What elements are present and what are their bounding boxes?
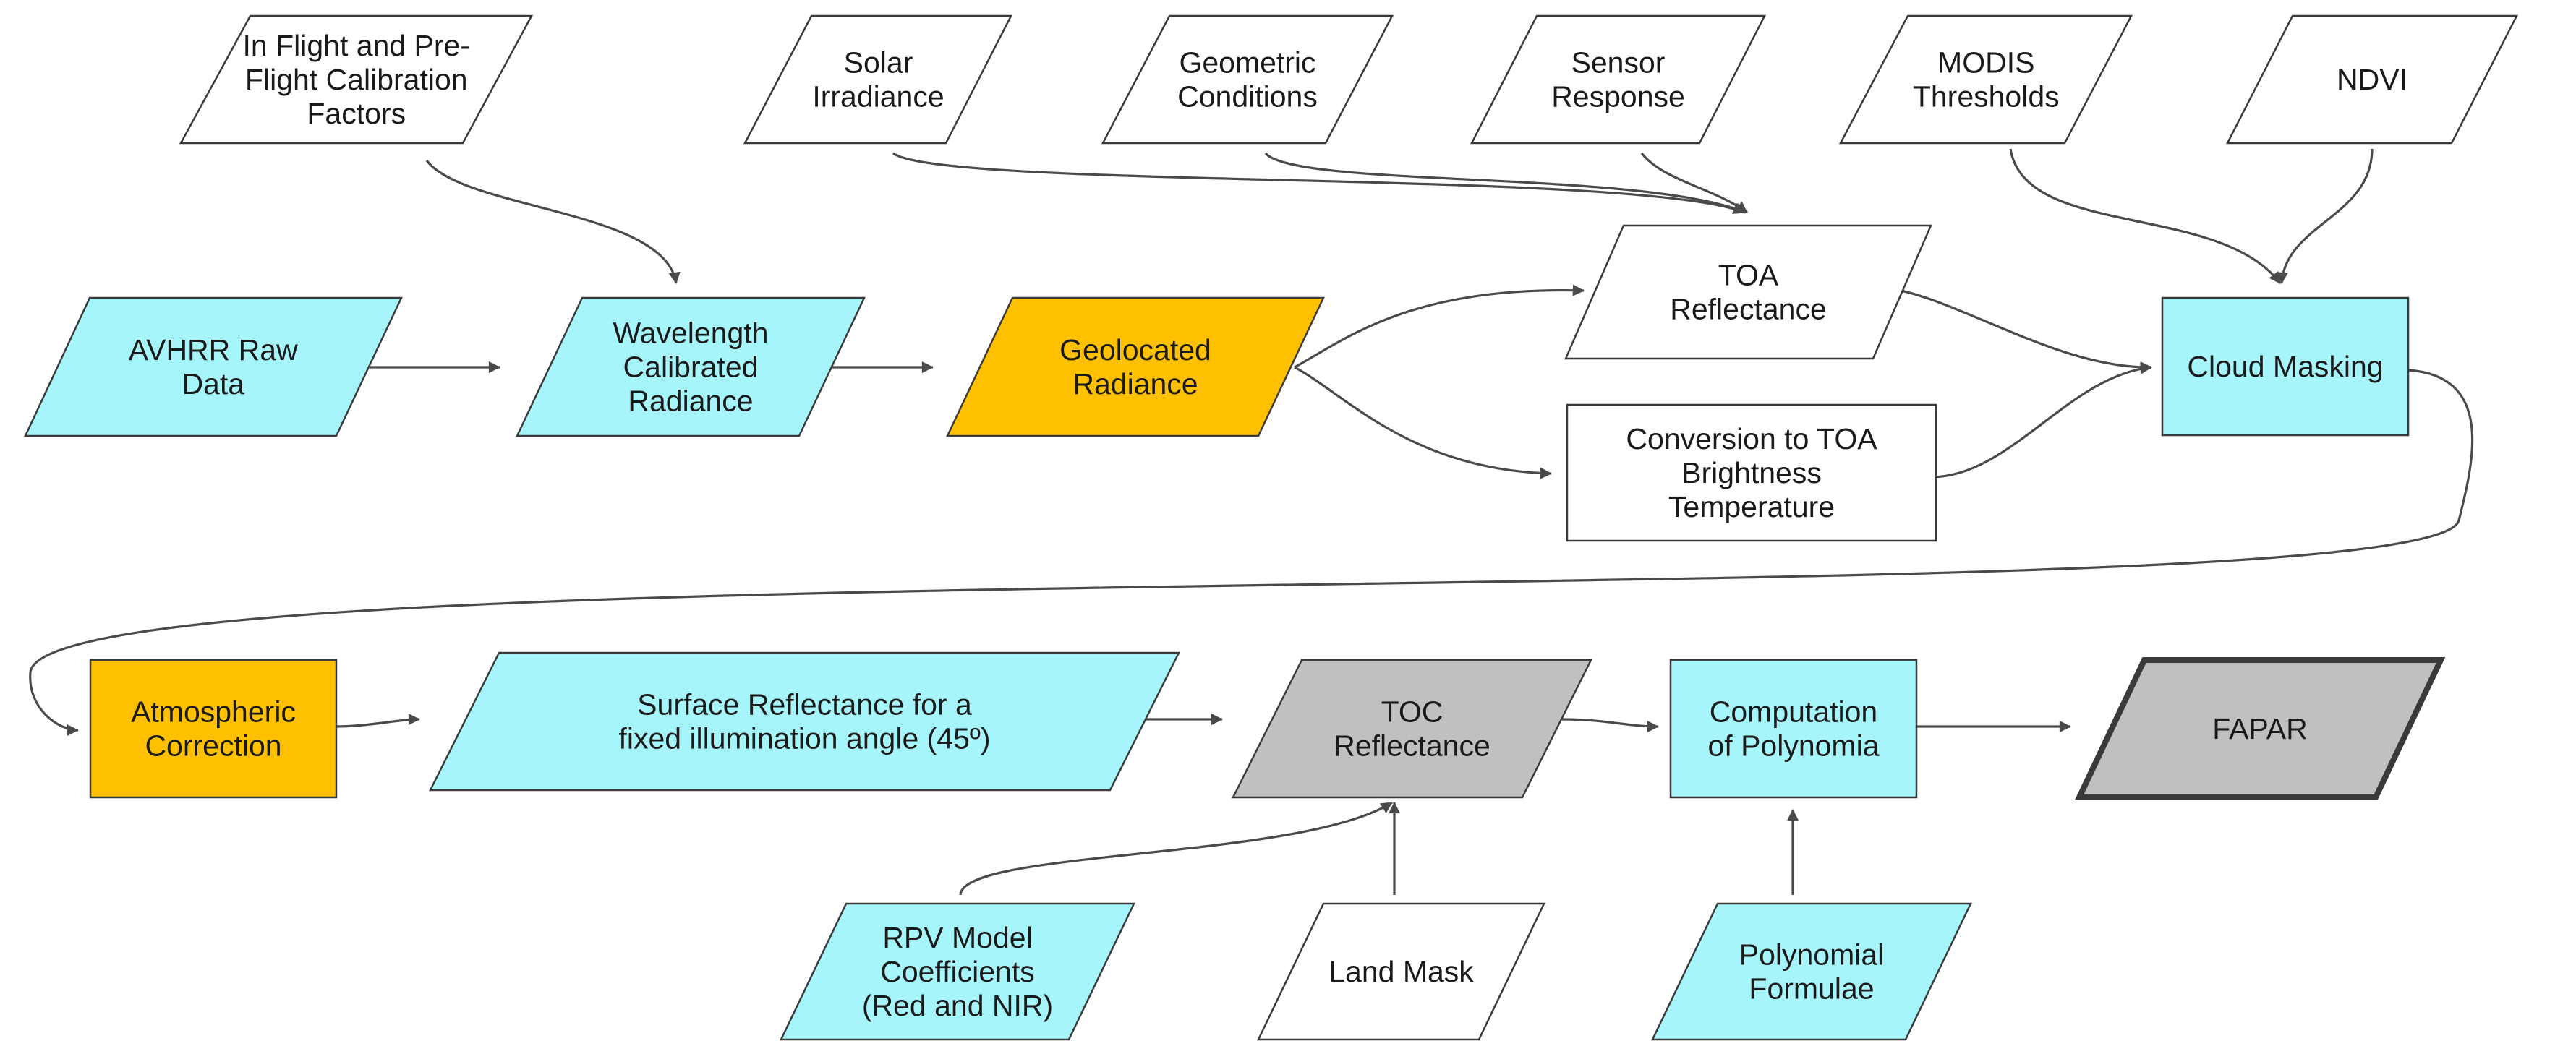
- edge-toa-refl-to-cloud: [1894, 288, 2152, 374]
- edge-atmospheric-to-surface: [336, 713, 420, 728]
- node-avhrr-label-line: Data: [182, 367, 244, 400]
- node-surface-label-line: fixed illumination angle (45º): [618, 722, 990, 755]
- node-fapar[interactable]: FAPAR: [2074, 657, 2446, 800]
- node-modis-label-line: MODIS: [1937, 46, 2034, 80]
- node-cloud-label-line: Cloud Masking: [2187, 350, 2383, 383]
- node-ndvi[interactable]: NDVI: [2225, 14, 2519, 145]
- node-rpv-label-line: RPV Model: [882, 921, 1032, 954]
- node-atmospheric-label-line: Correction: [145, 729, 281, 763]
- edge-ndvi-to-cloud: [2276, 148, 2374, 284]
- node-sensor-shape: [1470, 14, 1767, 145]
- node-rpv-shape: [780, 902, 1135, 1041]
- edge-geolocated-to-toa-refl: [1294, 284, 1585, 369]
- node-polynomia-shape: [1669, 659, 1918, 799]
- node-toa-refl-label-line: TOA: [1718, 259, 1779, 292]
- node-polynomia-label-line: Computation: [1710, 695, 1877, 729]
- node-in-flight-shape: [179, 14, 534, 145]
- node-formulae-label-line: Formulae: [1749, 972, 1874, 1006]
- edge-cloud-to-atmospheric: [29, 369, 2474, 737]
- node-rpv-label-line: Coefficients: [880, 955, 1034, 988]
- node-geolocated-label-line: Geolocated: [1059, 333, 1211, 367]
- node-in-flight[interactable]: In Flight and Pre-Flight CalibrationFact…: [179, 14, 534, 145]
- node-atmospheric-shape: [89, 659, 338, 799]
- nodes-layer: In Flight and Pre-Flight CalibrationFact…: [24, 14, 2519, 1041]
- node-sensor-label-line: Sensor: [1571, 46, 1666, 80]
- node-cloud[interactable]: Cloud Masking: [2161, 296, 2410, 437]
- node-conversion-label-line: Conversion to TOA: [1626, 422, 1877, 455]
- node-wavelength-shape: [516, 296, 866, 437]
- node-toc-label-line: TOC: [1381, 695, 1443, 729]
- edge-toc-to-polynomia: [1561, 718, 1659, 733]
- node-formulae-label-line: Polynomial: [1739, 938, 1885, 972]
- node-avhrr-shape: [24, 296, 403, 437]
- node-ndvi-label-line: NDVI: [2337, 63, 2407, 96]
- node-avhrr-label-line: AVHRR Raw: [129, 333, 298, 367]
- node-conversion-label-line: Temperature: [1668, 490, 1835, 523]
- node-toc-shape: [1231, 659, 1593, 799]
- node-atmospheric-label-line: Atmospheric: [131, 695, 296, 729]
- edge-in-flight-to-wavelength: [425, 160, 681, 284]
- node-ndvi-shape: [2225, 14, 2519, 145]
- edge-sensor-to-toa-refl: [1640, 153, 1748, 214]
- node-solar-label-line: Irradiance: [812, 80, 944, 113]
- node-fapar-shape: [2074, 657, 2446, 800]
- node-wavelength-label-line: Calibrated: [623, 351, 759, 384]
- edge-geolocated-to-conversion: [1294, 366, 1552, 479]
- node-in-flight-label-line: Flight Calibration: [245, 63, 468, 96]
- node-conversion-shape: [1566, 403, 1937, 542]
- node-toa-refl-shape: [1564, 224, 1932, 360]
- node-in-flight-label-line: Factors: [307, 97, 406, 130]
- node-geometric-shape: [1101, 14, 1394, 145]
- edge-solar-to-toa-refl: [892, 152, 1745, 214]
- node-modis-label-line: Thresholds: [1913, 80, 2060, 113]
- node-surface-label-line: Surface Reflectance for a: [637, 688, 972, 721]
- node-land-label-line: Land Mask: [1328, 955, 1474, 988]
- edge-geometric-to-toa-refl: [1264, 152, 1747, 214]
- node-sensor-label-line: Response: [1551, 80, 1685, 113]
- node-solar-label-line: Solar: [844, 46, 913, 80]
- node-land[interactable]: Land Mask: [1257, 902, 1545, 1041]
- node-land-shape: [1257, 902, 1545, 1041]
- node-geolocated-label-line: Radiance: [1072, 367, 1198, 400]
- node-polynomia-label-line: of Polynomia: [1707, 729, 1879, 763]
- edges-layer: [29, 148, 2474, 896]
- node-formulae-shape: [1651, 902, 1972, 1041]
- node-wavelength-label-line: Radiance: [628, 385, 753, 418]
- node-solar-shape: [743, 14, 1013, 145]
- node-rpv-label-line: (Red and NIR): [862, 989, 1053, 1022]
- node-wavelength-label-line: Wavelength: [613, 317, 769, 350]
- node-in-flight-label-line: In Flight and Pre-: [243, 29, 471, 62]
- node-conversion-label-line: Brightness: [1681, 456, 1822, 489]
- node-toc-label-line: Reflectance: [1334, 729, 1490, 763]
- edge-rpv-to-toc: [959, 801, 1393, 896]
- node-surface-shape: [428, 651, 1181, 792]
- node-fapar-label-line: FAPAR: [2212, 712, 2307, 745]
- node-toa-refl-label-line: Reflectance: [1670, 293, 1827, 326]
- node-geometric-label-line: Conditions: [1177, 80, 1318, 113]
- edge-conversion-to-cloud: [1930, 362, 2152, 479]
- node-modis-shape: [1838, 14, 2133, 145]
- node-geolocated-shape: [946, 296, 1325, 437]
- node-geometric-label-line: Geometric: [1179, 46, 1315, 80]
- node-cloud-shape: [2161, 296, 2410, 437]
- edge-modis-to-cloud: [2009, 148, 2282, 284]
